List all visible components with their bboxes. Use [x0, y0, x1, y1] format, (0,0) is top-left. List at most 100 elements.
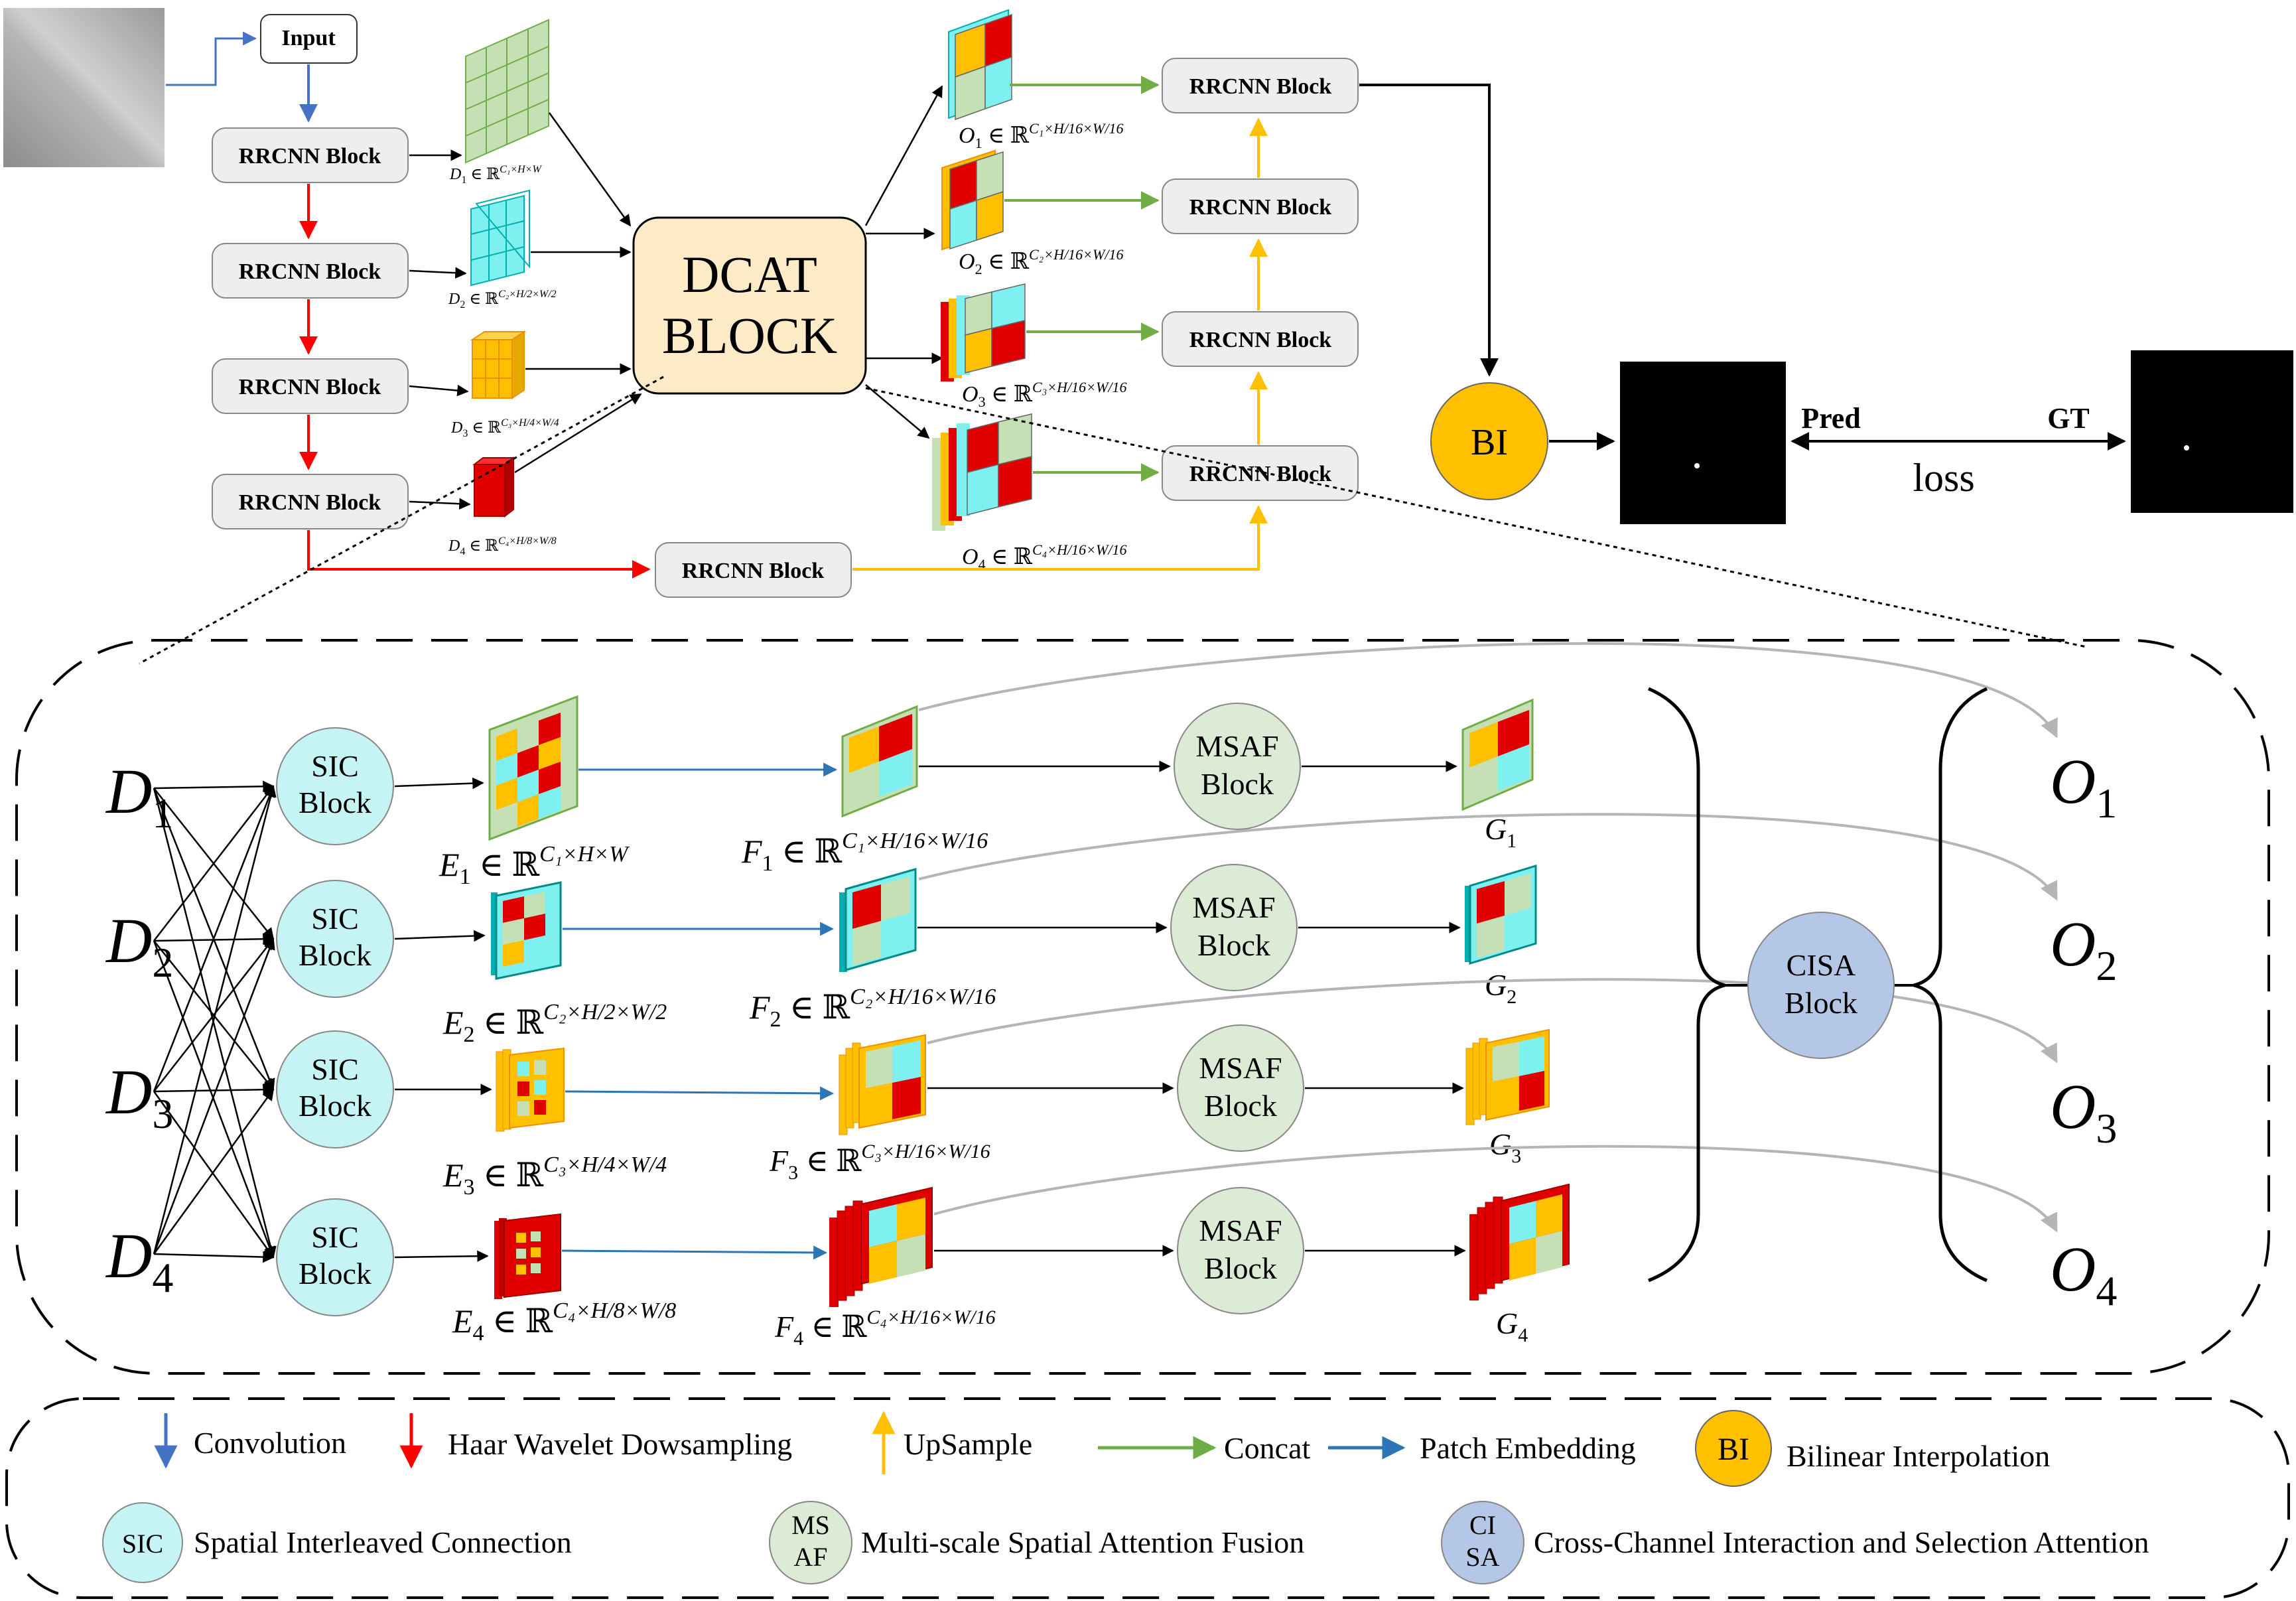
msaf-block-1-label-1: MSAF	[1195, 729, 1278, 763]
sic-block-1-label-1: SIC	[311, 749, 359, 783]
rrcnn-decoder-3-label: RRCNN Block	[1189, 328, 1331, 352]
sic4-to-e4-arrow	[394, 1250, 489, 1262]
f3-label: F3 ∈ ℝC₃×H/16×W/16	[769, 1141, 990, 1184]
sic-block-1-label-2: Block	[299, 786, 371, 819]
dcat-to-o1-arrow	[864, 85, 943, 226]
left-brace	[1648, 687, 1725, 1283]
rrcnn-block-1-label: RRCNN Block	[239, 144, 381, 169]
svg-text:F4 ∈ ℝC₄×H/16×W/16: F4 ∈ ℝC₄×H/16×W/16	[774, 1306, 996, 1350]
rrcnn-block-3-label: RRCNN Block	[239, 375, 381, 399]
svg-text:F3 ∈ ℝC₃×H/16×W/16: F3 ∈ ℝC₃×H/16×W/16	[769, 1141, 990, 1184]
d2-label: D2 ∈ ℝC₂×H/2×W/2	[448, 289, 557, 311]
o3-feature-cube	[941, 283, 1026, 382]
e3-label: E3 ∈ ℝC₃×H/4×W/4	[442, 1152, 667, 1200]
o2-feature-cube	[941, 149, 1004, 251]
e1-feature-cube	[488, 695, 578, 841]
svg-text:E2 ∈ ℝC₂×H/2×W/2: E2 ∈ ℝC₂×H/2×W/2	[442, 1000, 667, 1047]
dcat-block	[632, 216, 867, 395]
skip-curve-1	[918, 642, 2058, 738]
svg-text:E4 ∈ ℝC₄×H/8×W/8: E4 ∈ ℝC₄×H/8×W/8	[452, 1298, 676, 1346]
d1-to-dcat-arrow	[548, 112, 632, 227]
msaf-block-1-label-2: Block	[1201, 767, 1274, 801]
svg-text:F2 ∈ ℝC₂×H/16×W/16: F2 ∈ ℝC₂×H/16×W/16	[749, 985, 996, 1032]
dcat-block-label-1: DCAT	[682, 245, 817, 303]
legend-cisa-icon-label-2: SA	[1465, 1542, 1499, 1572]
rrcnn-block-4	[212, 474, 409, 529]
sic-block-3-label-1: SIC	[311, 1052, 359, 1086]
sic-block-2-label-1: SIC	[311, 902, 359, 936]
skip-curve-4	[933, 1145, 2058, 1233]
f2-feature-cube	[839, 868, 917, 972]
svg-text:O1 ∈ ℝC₁×H/16×W/16: O1 ∈ ℝC₁×H/16×W/16	[959, 120, 1123, 151]
g2-label: G2	[1485, 968, 1517, 1008]
o2-label: O2 ∈ ℝC₂×H/16×W/16	[959, 246, 1123, 277]
skip-curve-2	[918, 813, 2058, 901]
cisa-block-label-1: CISA	[1787, 948, 1856, 982]
pred-target-dot	[1694, 463, 1700, 468]
pred-label: Pred	[1801, 402, 1861, 435]
e1-label: E1 ∈ ℝC₁×H×W	[439, 842, 630, 889]
rrcnn2-to-d2-arrow	[409, 267, 467, 279]
cisa-block	[1747, 912, 1895, 1059]
sic2-to-e2-arrow	[394, 930, 486, 942]
sic1-to-e1-arrow	[394, 777, 484, 790]
sic-block-4-label-1: SIC	[311, 1220, 359, 1254]
e3-feature-cube	[496, 1047, 565, 1132]
legend-msaf-icon-label-1: MS	[791, 1510, 830, 1540]
d1-feature-cube	[465, 19, 549, 164]
rrcnn-decoder-3	[1162, 311, 1359, 367]
d4-to-dcat-arrow	[514, 393, 642, 474]
legend-sic-icon	[102, 1502, 183, 1583]
sic-block-4	[276, 1198, 394, 1316]
legend-upsample-label: UpSample	[904, 1427, 1032, 1461]
legend-patch-label: Patch Embedding	[1420, 1431, 1636, 1465]
sic-block-3-label-2: Block	[299, 1089, 371, 1123]
svg-text:F1 ∈ ℝC₁×H/16×W/16: F1 ∈ ℝC₁×H/16×W/16	[741, 829, 988, 876]
o1-feature-cube	[948, 9, 1012, 121]
rrcnn4-to-d4-arrow	[409, 498, 471, 510]
legend-haar-label: Haar Wavelet Dowsampling	[448, 1427, 792, 1461]
sic-block-3	[276, 1030, 394, 1149]
g3-feature-cube	[1465, 1028, 1550, 1125]
detail-o4: O4	[2050, 1233, 2117, 1314]
f4-feature-cube	[829, 1186, 933, 1307]
svg-text:O3 ∈ ℝC₃×H/16×W/16: O3 ∈ ℝC₃×H/16×W/16	[962, 379, 1126, 410]
msaf-block-2-label-2: Block	[1197, 928, 1270, 962]
d4-feature-cube	[472, 456, 515, 518]
gt-label: GT	[2047, 402, 2090, 435]
legend-msaf-label: Multi-scale Spatial Attention Fusion	[861, 1525, 1304, 1559]
f2-label: F2 ∈ ℝC₂×H/16×W/16	[749, 985, 996, 1032]
d2-feature-cube	[470, 189, 530, 287]
o4-feature-cube	[932, 413, 1032, 531]
rrcnn-decoder-4	[1162, 445, 1359, 501]
g4-label: G4	[1496, 1306, 1528, 1346]
rrcnn-decoder-2-label: RRCNN Block	[1189, 195, 1331, 220]
legend-sic-icon-label: SIC	[122, 1529, 163, 1559]
legend-cisa-icon	[1441, 1501, 1524, 1584]
legend-cisa-icon-label-1: CI	[1469, 1510, 1496, 1540]
rrcnn-decoder-4-label: RRCNN Block	[1189, 462, 1331, 486]
patch-arrow-3	[565, 1086, 835, 1101]
svg-text:E1 ∈ ℝC₁×H×W: E1 ∈ ℝC₁×H×W	[439, 842, 630, 889]
rrcnn-block-4-label: RRCNN Block	[239, 490, 381, 515]
d4-label: D4 ∈ ℝC₄×H/8×W/8	[448, 535, 557, 557]
pred-image	[1620, 362, 1786, 524]
dcat-block-label-2: BLOCK	[662, 307, 837, 364]
legend-panel: Convolution Haar Wavelet Dowsampling UpS…	[5, 1397, 2290, 1599]
detail-o2: O2	[2050, 908, 2117, 989]
f1-feature-cube	[841, 705, 918, 818]
legend-cisa-label: Cross-Channel Interaction and Selection …	[1534, 1525, 2149, 1559]
legend-concat-label: Concat	[1224, 1431, 1311, 1465]
detail-o3: O3	[2050, 1071, 2117, 1152]
rrcnn-decoder-1	[1162, 58, 1359, 113]
sic-block-2-label-2: Block	[299, 938, 371, 972]
gt-image	[2131, 350, 2293, 513]
input-box	[260, 14, 358, 64]
dcat-to-o4-arrow	[865, 384, 930, 439]
legend-bi-label: Bilinear Interpolation	[1787, 1439, 2050, 1473]
detail-d2: D2	[105, 905, 173, 986]
msaf-block-3-label-1: MSAF	[1199, 1051, 1282, 1085]
f4-label: F4 ∈ ℝC₄×H/16×W/16	[774, 1306, 996, 1350]
rrcnn-block-bottleneck-label: RRCNN Block	[682, 559, 824, 583]
legend-convolution-label: Convolution	[194, 1426, 346, 1460]
